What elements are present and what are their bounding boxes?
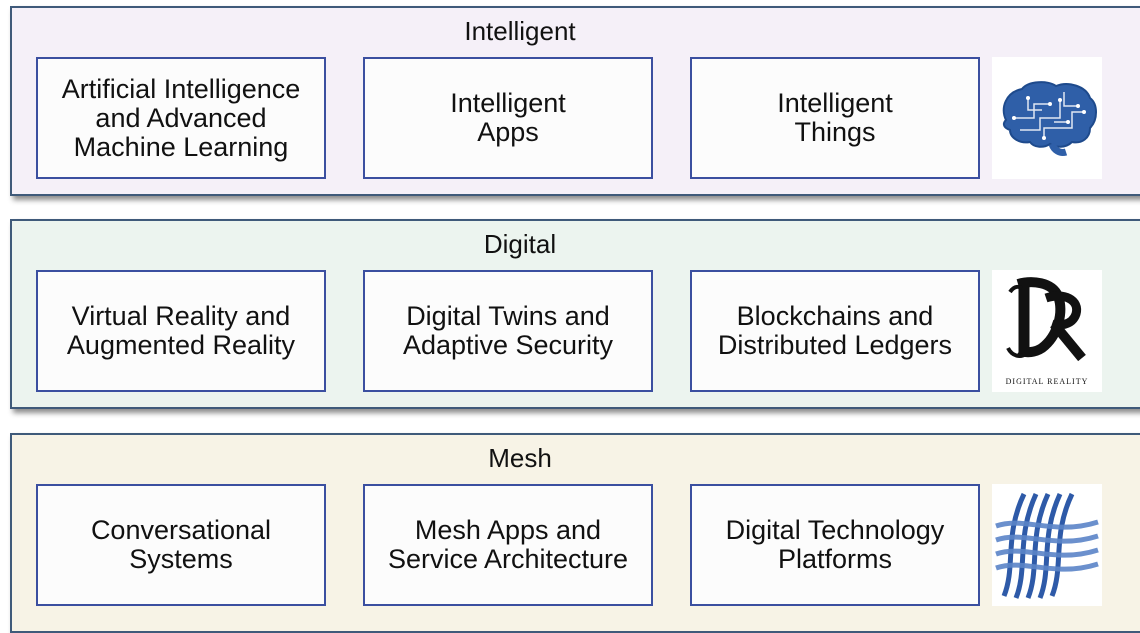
band-intelligent: Intelligent Artificial Intelligence and …: [10, 6, 1140, 196]
mesh-weave-icon: [992, 484, 1102, 606]
box-conversational-systems: Conversational Systems: [36, 484, 326, 606]
band-title-intelligent: Intelligent: [464, 16, 576, 46]
box-intelligent-things: Intelligent Things: [690, 57, 980, 179]
box-digital-twins: Digital Twins and Adaptive Security: [363, 270, 653, 392]
band-title-mesh: Mesh: [488, 443, 552, 473]
box-virtual-reality: Virtual Reality and Augmented Reality: [36, 270, 326, 392]
brain-circuit-icon: [992, 57, 1102, 179]
band-title-digital: Digital: [483, 229, 557, 259]
box-blockchains: Blockchains and Distributed Ledgers: [690, 270, 980, 392]
box-intelligent-apps: Intelligent Apps: [363, 57, 653, 179]
logo-caption: DIGITAL REALITY: [1005, 377, 1089, 386]
digital-reality-logo: DIGITAL REALITY: [992, 270, 1102, 392]
box-mesh-apps: Mesh Apps and Service Architecture: [363, 484, 653, 606]
box-digital-technology-platforms: Digital Technology Platforms: [690, 484, 980, 606]
band-mesh: Mesh Conversational Systems Mesh Apps an…: [10, 433, 1140, 633]
box-artificial-intelligence: Artificial Intelligence and Advanced Mac…: [36, 57, 326, 179]
band-digital: Digital Virtual Reality and Augmented Re…: [10, 219, 1140, 409]
